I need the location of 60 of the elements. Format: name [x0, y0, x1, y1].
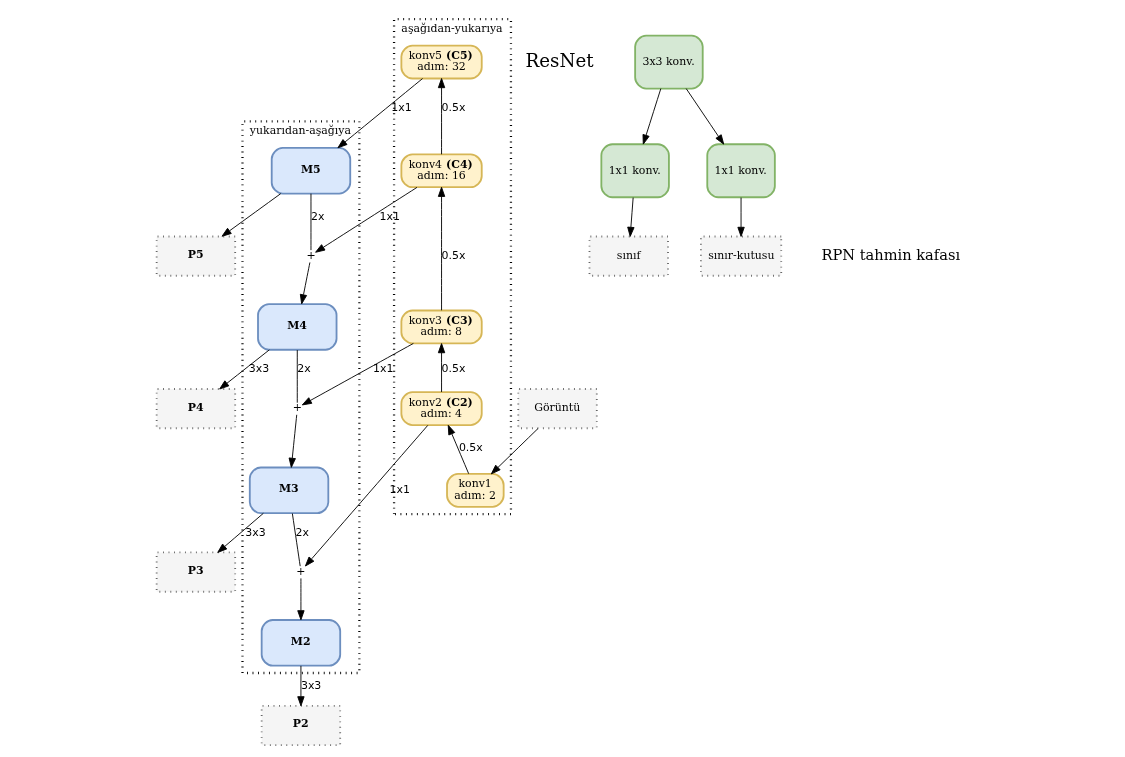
- arrow: [299, 262, 310, 305]
- node-box: konv2 (C2) adım: 4: [399, 391, 483, 426]
- arrow: [301, 342, 414, 406]
- arrow: [437, 186, 445, 311]
- arrow: [288, 414, 297, 468]
- node-box: 1x1 konv.: [599, 143, 670, 199]
- node-box: 3x3 konv.: [633, 34, 704, 90]
- edge-label: 2x: [296, 362, 311, 376]
- node-box: konv4 (C4) adım: 16: [399, 153, 483, 189]
- node-box: 1x1 konv.: [705, 143, 776, 199]
- arrow: [685, 88, 724, 145]
- edge-label: 3x3: [244, 525, 266, 539]
- label: RPN tahmin kafası: [820, 245, 960, 263]
- edge-label: 2x: [310, 209, 324, 223]
- arrow: [314, 186, 417, 253]
- edge-label: 2x: [294, 525, 309, 539]
- arrow: [296, 577, 305, 621]
- edge-label: 1x1: [389, 483, 410, 497]
- node-box: M3: [248, 466, 329, 515]
- edge-label: 0.5x: [441, 362, 465, 376]
- arrow: [437, 78, 445, 155]
- edge-label: 3x3: [300, 679, 321, 693]
- label: ResNet: [525, 49, 594, 71]
- arrow: [296, 665, 305, 707]
- node-box: konv5 (C5) adım: 32: [399, 44, 483, 80]
- node-box: P3: [155, 551, 236, 593]
- edge-label: 0.5x: [458, 440, 483, 454]
- arrow: [626, 197, 635, 237]
- node-box: Görüntü: [516, 388, 598, 430]
- node-text: +: [292, 401, 302, 415]
- node-box: sınıf: [588, 235, 669, 277]
- arrow: [736, 197, 745, 237]
- edge-label: 1x1: [390, 101, 412, 115]
- node-box: P2: [260, 704, 341, 747]
- node-text: +: [305, 248, 316, 262]
- node-box: konv3 (C3) adım: 8: [399, 309, 483, 345]
- connector: [296, 349, 298, 404]
- arrow: [490, 428, 538, 475]
- node-box: P5: [155, 235, 236, 277]
- arrow: [437, 343, 445, 393]
- arrow: [304, 424, 428, 567]
- arrow: [218, 349, 270, 390]
- arrow: [642, 88, 661, 145]
- node-box: konv1 adım: 2: [445, 473, 505, 508]
- node-box: M4: [256, 303, 337, 351]
- node-box: sınır-kutusu: [699, 235, 782, 277]
- node-text: +: [295, 564, 306, 578]
- arrow: [447, 424, 469, 475]
- connector: [291, 513, 301, 567]
- arrow: [221, 193, 281, 237]
- node-box: M5: [270, 147, 351, 195]
- edge-label: 3x3: [248, 362, 269, 376]
- edge-label: 0.5x: [441, 101, 465, 115]
- node-box: P4: [155, 388, 236, 430]
- node-box: M2: [260, 619, 341, 667]
- arrow: [336, 78, 423, 149]
- edge-label: 1x1: [378, 209, 400, 223]
- edge-label: 1x1: [372, 362, 393, 376]
- arrow: [216, 512, 264, 553]
- edge-label: 0.5x: [441, 248, 465, 262]
